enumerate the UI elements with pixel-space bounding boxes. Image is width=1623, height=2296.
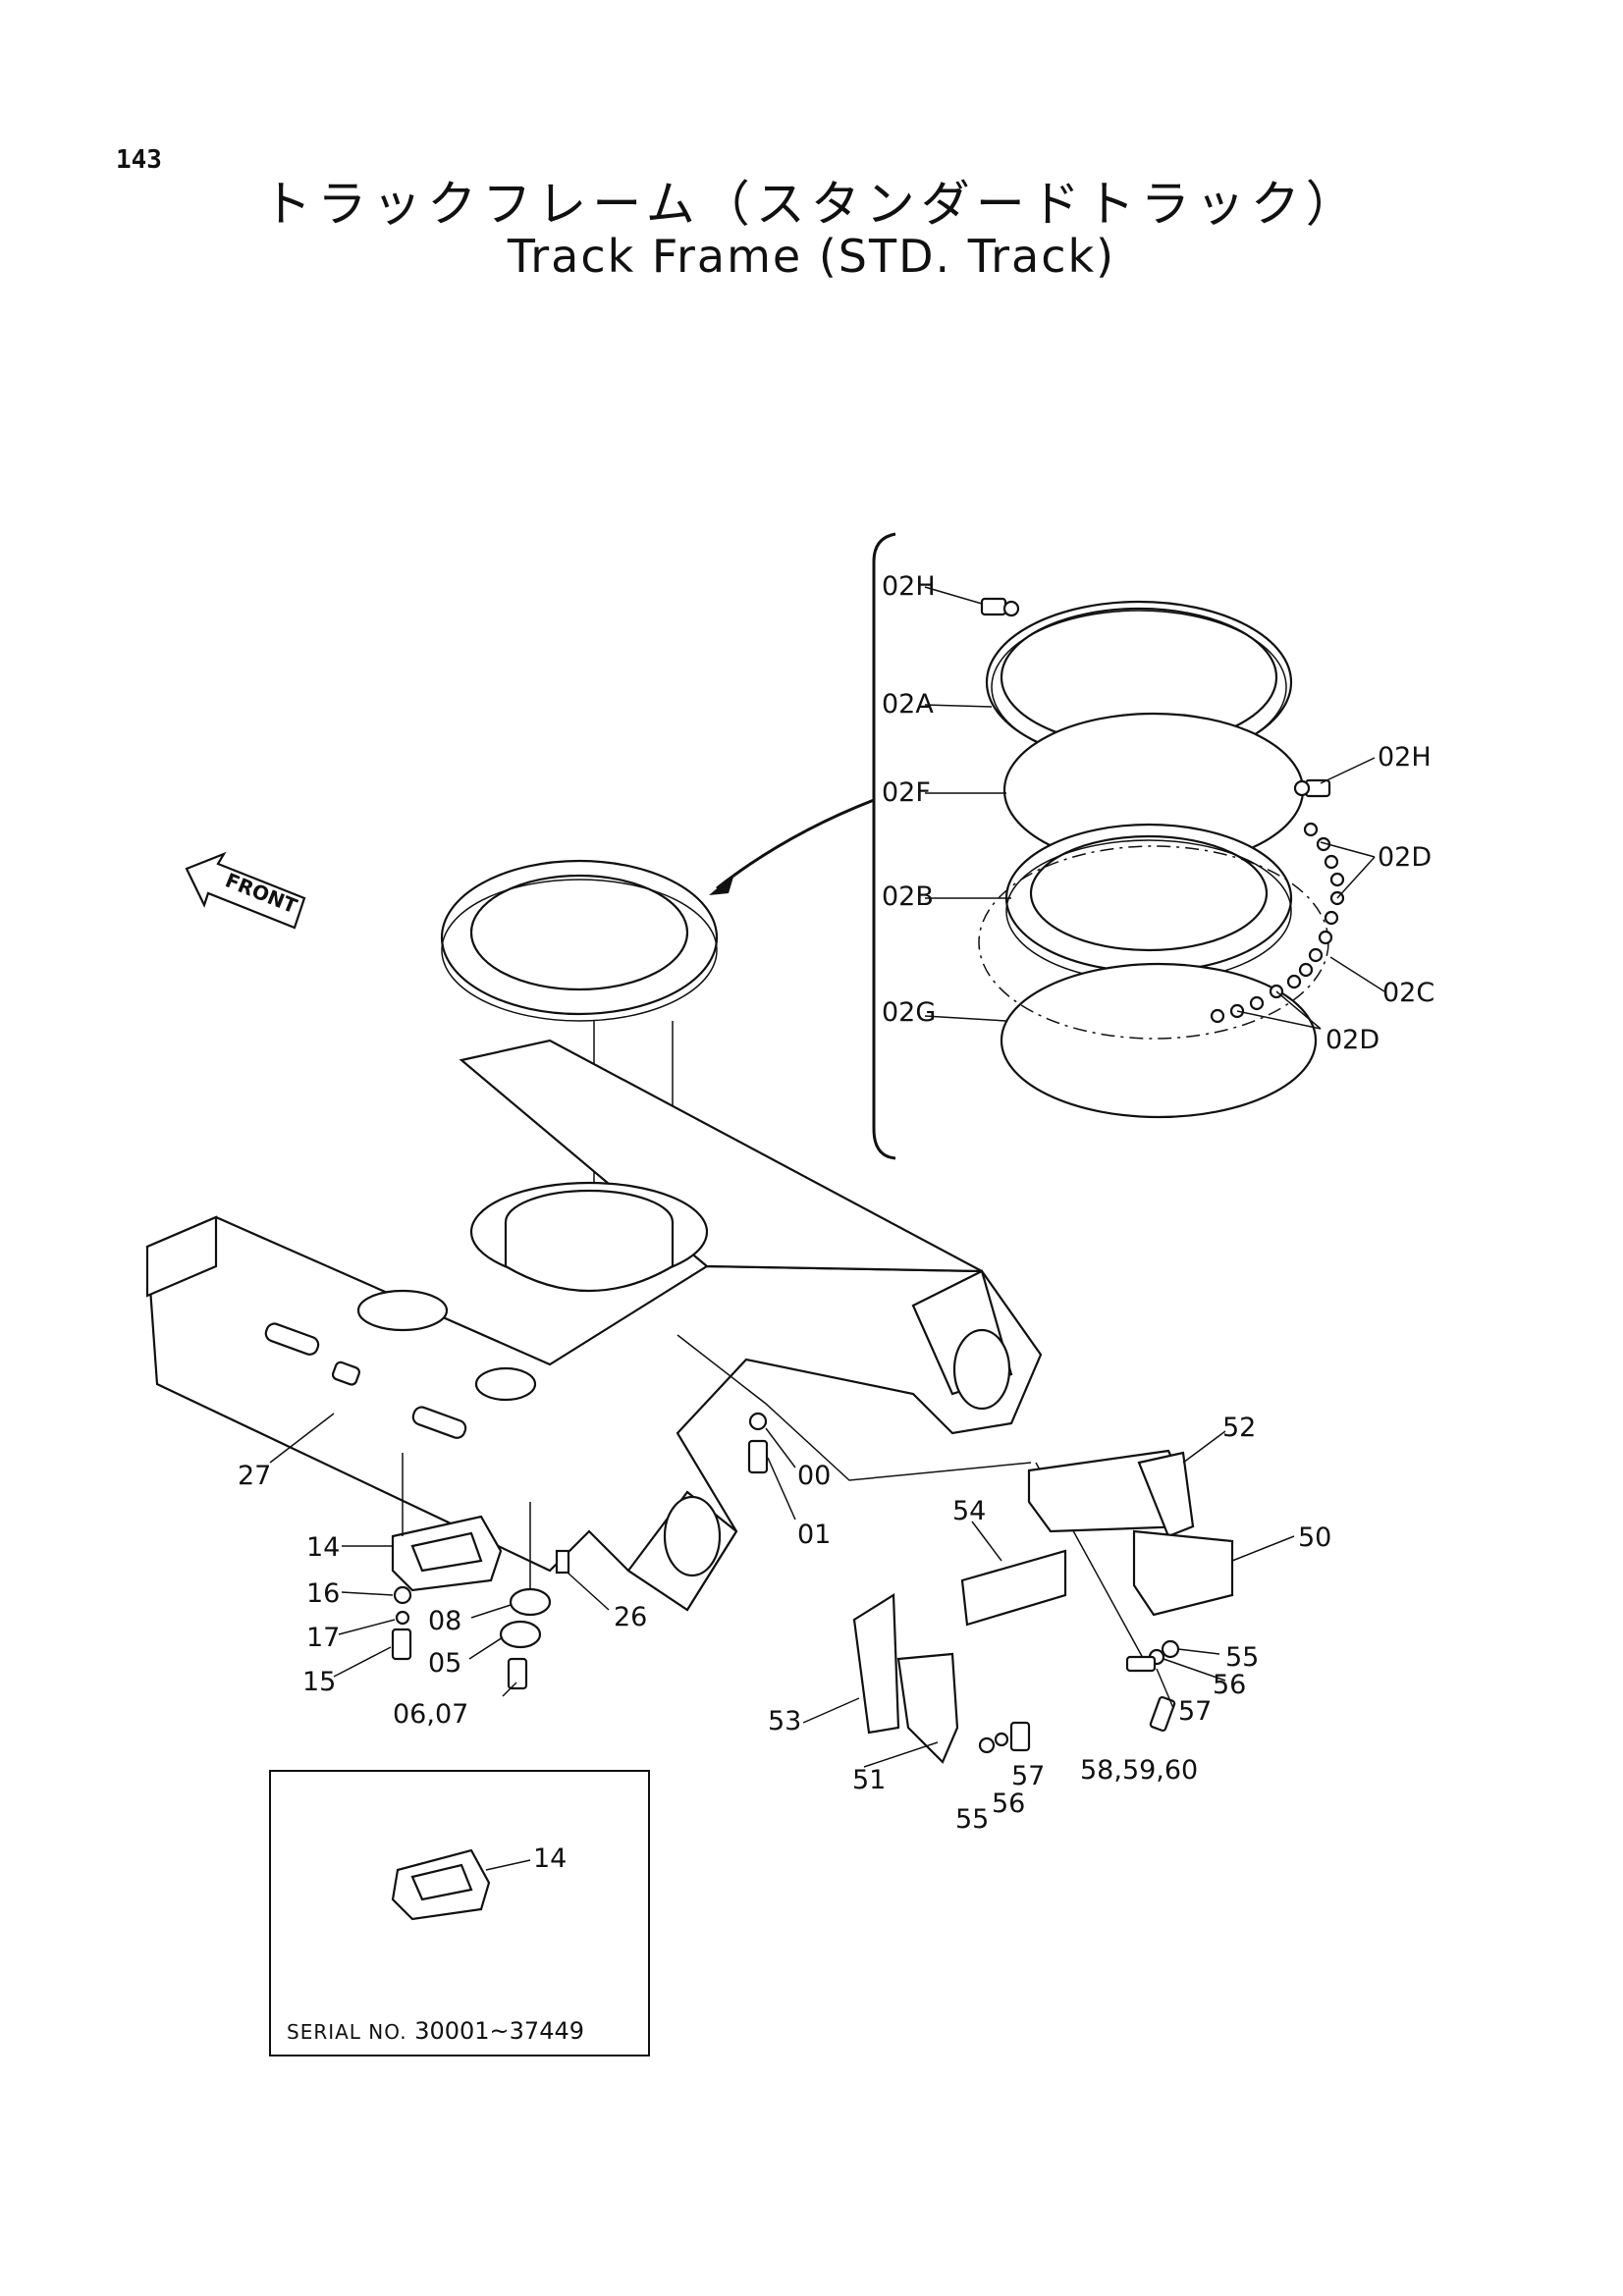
washer-17	[395, 1610, 410, 1626]
bolt-01	[747, 1439, 769, 1474]
cover-part-14	[391, 1515, 503, 1592]
cover-50	[1132, 1529, 1234, 1617]
seal-02G	[1000, 962, 1318, 1119]
callout-55-right: 55	[1225, 1642, 1259, 1673]
exploded-view-bracket	[872, 532, 896, 1160]
inset-cover-part-14	[391, 1848, 531, 1921]
cover-51	[896, 1652, 959, 1764]
washer-55-a	[1161, 1639, 1180, 1659]
grease-fitting-02H-top	[980, 597, 1020, 617]
callout-02A: 02A	[882, 689, 934, 720]
callout-05: 05	[428, 1648, 461, 1679]
callout-53: 53	[768, 1706, 801, 1736]
page-title-english: Track Frame (STD. Track)	[507, 230, 1116, 283]
bolt-15	[391, 1628, 412, 1661]
callout-57-right: 57	[1178, 1696, 1212, 1727]
callout-51: 51	[852, 1765, 886, 1795]
callout-06-07: 06,07	[393, 1699, 468, 1730]
callout-54: 54	[952, 1496, 986, 1526]
callout-58-59-60: 58,59,60	[1080, 1755, 1198, 1786]
washer-55-b	[978, 1736, 996, 1754]
cover-52-side	[1137, 1451, 1195, 1538]
front-arrow: FRONT	[185, 851, 306, 930]
page-number: 143	[116, 145, 162, 175]
serial-prefix: SERIAL NO.	[287, 2020, 407, 2044]
cover-54	[960, 1549, 1067, 1627]
callout-16: 16	[306, 1578, 340, 1609]
bolt-58-59-60	[1149, 1695, 1176, 1733]
washer-16	[393, 1585, 412, 1605]
plate-05	[499, 1620, 542, 1649]
page-title-japanese: トラックフレーム（スタンダードトラック）	[262, 176, 1361, 233]
callout-56-lower: 56	[992, 1789, 1025, 1819]
callout-02D-upper: 02D	[1378, 842, 1432, 873]
callout-52: 52	[1222, 1413, 1256, 1443]
callout-56-right: 56	[1213, 1670, 1246, 1700]
serial-number: SERIAL NO. 30001~37449	[287, 2017, 584, 2045]
track-frame	[145, 1039, 1043, 1612]
callout-00: 00	[797, 1461, 831, 1491]
callout-02G: 02G	[882, 997, 936, 1028]
callout-02B: 02B	[882, 881, 934, 912]
callout-55-lower: 55	[955, 1804, 989, 1835]
washer-00	[748, 1412, 768, 1431]
cover-53	[852, 1593, 900, 1735]
callout-02C: 02C	[1382, 978, 1434, 1008]
callout-02H-top: 02H	[882, 571, 936, 602]
bolt-57-b	[1009, 1721, 1031, 1752]
callout-14: 14	[306, 1532, 340, 1563]
callout-27: 27	[238, 1461, 271, 1491]
callout-57-lower: 57	[1011, 1761, 1045, 1791]
callout-02H-right: 02H	[1378, 742, 1432, 773]
exploded-arrow-head	[709, 874, 734, 895]
callout-50: 50	[1298, 1522, 1331, 1553]
exploded-view-arrow	[716, 798, 875, 890]
cover-guide-line	[676, 1334, 1032, 1481]
swing-bearing	[440, 859, 719, 1022]
callout-15: 15	[302, 1667, 336, 1697]
callout-02F: 02F	[882, 777, 931, 808]
callout-17: 17	[306, 1623, 340, 1653]
leader-lines	[269, 586, 1385, 1768]
plug-26	[555, 1549, 570, 1575]
callout-08: 08	[428, 1606, 461, 1636]
serial-range: 30001~37449	[414, 2017, 585, 2045]
bolt-57-a	[1125, 1655, 1157, 1673]
callout-01: 01	[797, 1520, 831, 1550]
callout-02D-lower: 02D	[1325, 1025, 1380, 1055]
ring-02B	[1004, 823, 1293, 983]
callout-26: 26	[614, 1602, 647, 1632]
serial-inset-box	[269, 1770, 650, 2056]
bolt-06-07	[507, 1657, 528, 1690]
washer-56-b	[994, 1732, 1009, 1747]
plate-08	[509, 1587, 552, 1617]
callout-14-inset: 14	[533, 1843, 567, 1874]
grease-fitting-02H-right	[1293, 778, 1331, 798]
